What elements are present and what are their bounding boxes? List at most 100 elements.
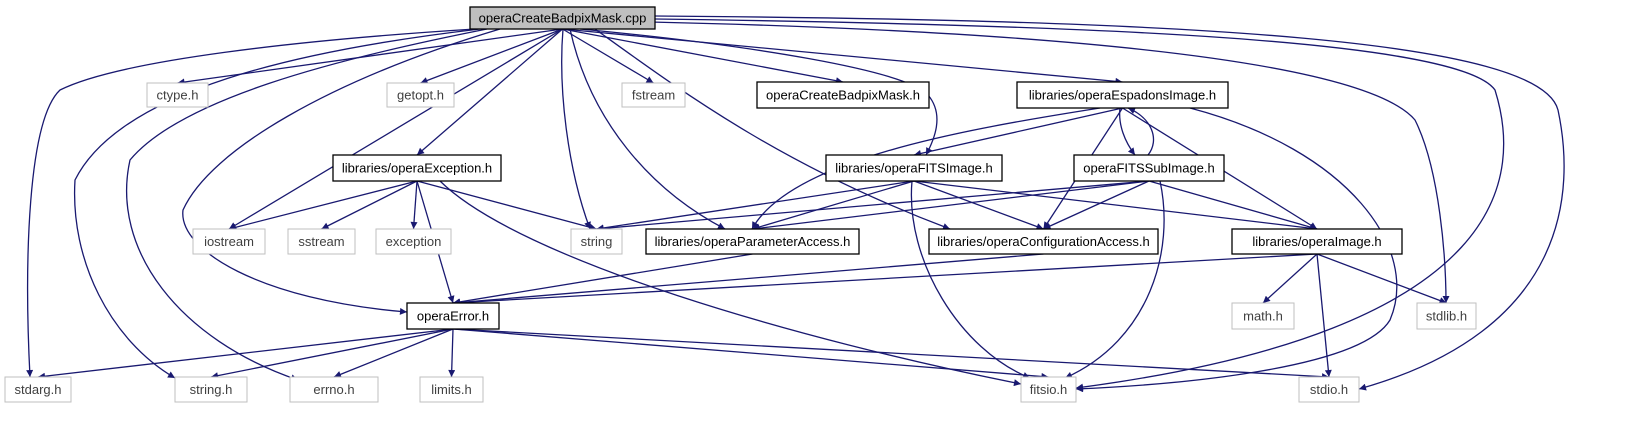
edge-root-to-param: [569, 28, 726, 230]
node-stdarg: stdarg.h: [4, 376, 72, 403]
edge-root-to-stdarg: [26, 28, 476, 378]
node-string: string: [570, 228, 623, 255]
node-config[interactable]: libraries/operaConfigurationAccess.h: [928, 228, 1159, 255]
node-box: [406, 302, 500, 330]
edge-espadons-to-fitssub: [1119, 107, 1136, 156]
node-label: libraries/operaImage.h: [1252, 234, 1381, 249]
edge-param-to-error: [452, 253, 753, 306]
edge-espadons-to-fitsimage: [913, 107, 1123, 157]
node-label: iostream: [204, 234, 254, 249]
node-label: libraries/operaFITSImage.h: [835, 161, 993, 176]
node-label: errno.h: [313, 382, 354, 397]
node-label: sstream: [298, 234, 344, 249]
node-label: operaFITSSubImage.h: [1083, 161, 1215, 176]
edge-espadons-to-fitsio: [1075, 107, 1398, 393]
node-box: [1416, 302, 1477, 330]
nodes-layer: operaCreateBadpixMask.cpp ctype.h getopt.h…: [4, 6, 1477, 403]
edge-exception_h-to-fitsio: [439, 180, 1022, 387]
node-box: [289, 376, 379, 403]
node-math: math.h: [1231, 302, 1295, 330]
node-sstream: sstream: [287, 228, 356, 255]
edge-root-to-config: [594, 28, 951, 230]
node-box: [1073, 154, 1225, 182]
edge-exception_h-to-sstream: [321, 180, 418, 230]
node-label: stdio.h: [1310, 382, 1348, 397]
node-box: [192, 228, 266, 255]
node-fitsio: fitsio.h: [1020, 376, 1077, 403]
edge-root-to-espadons: [562, 28, 1123, 85]
edge-root-to-fitsimage: [579, 28, 938, 156]
node-param[interactable]: libraries/operaParameterAccess.h: [645, 228, 860, 255]
edge-exception_h-to-exception: [410, 180, 418, 230]
edge-fitssub-to-fitsio: [1064, 180, 1165, 379]
edge-error-to-errno: [333, 328, 454, 378]
edge-root-to-fitsio: [654, 18, 1505, 391]
node-errno: errno.h: [289, 376, 379, 403]
node-label: libraries/operaParameterAccess.h: [655, 234, 851, 249]
node-box: [621, 82, 686, 108]
node-label: math.h: [1243, 309, 1283, 324]
node-box: [570, 228, 623, 255]
edge-root-to-mainh: [562, 28, 844, 85]
node-label: string: [581, 234, 613, 249]
edge-fitsimage-to-image: [913, 180, 1318, 232]
node-label: operaError.h: [417, 309, 489, 324]
node-stringh: string.h: [174, 376, 248, 403]
edge-image-to-error: [452, 253, 1318, 307]
node-espadons[interactable]: libraries/operaEspadonsImage.h: [1016, 81, 1229, 109]
node-fitsimage[interactable]: libraries/operaFITSImage.h: [825, 154, 1003, 182]
node-box: [756, 81, 930, 109]
node-getopt: getopt.h: [386, 82, 455, 108]
node-label: stdlib.h: [1426, 309, 1467, 324]
node-stdio: stdio.h: [1298, 376, 1360, 403]
node-iostream: iostream: [192, 228, 266, 255]
edge-root-to-stringh: [73, 28, 481, 379]
edges-layer: [26, 15, 1565, 393]
node-label: fstream: [632, 88, 675, 103]
edge-fitssub-to-image: [1148, 180, 1318, 231]
node-label: ctype.h: [157, 88, 199, 103]
node-label: libraries/operaEspadonsImage.h: [1029, 88, 1216, 103]
node-box: [386, 82, 455, 108]
edge-image-to-math: [1262, 253, 1318, 304]
node-exception_h[interactable]: libraries/operaException.h: [332, 154, 502, 182]
node-root[interactable]: operaCreateBadpixMask.cpp: [469, 6, 656, 30]
node-image[interactable]: libraries/operaImage.h: [1231, 228, 1403, 255]
edge-error-to-stdarg: [37, 328, 454, 380]
edge-root-to-iostream: [228, 28, 563, 230]
node-box: [287, 228, 356, 255]
edge-root-to-stdlib: [649, 21, 1450, 304]
node-box: [1231, 302, 1295, 330]
node-label: libraries/operaException.h: [342, 161, 492, 176]
edge-root-to-getopt: [420, 28, 563, 84]
node-mainh[interactable]: operaCreateBadpixMask.h: [756, 81, 930, 109]
node-label: exception: [386, 234, 442, 249]
edge-exception_h-to-string: [416, 180, 597, 231]
edge-fitsimage-to-config: [913, 180, 1044, 230]
edge-fitsimage-to-fitsio: [910, 180, 1031, 379]
node-box: [469, 6, 656, 30]
node-label: libraries/operaConfigurationAccess.h: [937, 234, 1149, 249]
node-label: fitsio.h: [1030, 382, 1068, 397]
edge-root-to-fstream: [562, 28, 654, 84]
node-label: limits.h: [431, 382, 471, 397]
node-box: [1298, 376, 1360, 403]
node-label: getopt.h: [397, 88, 444, 103]
node-box: [825, 154, 1003, 182]
edge-config-to-error: [452, 253, 1044, 306]
node-error[interactable]: operaError.h: [406, 302, 500, 330]
node-fitssub[interactable]: operaFITSSubImage.h: [1073, 154, 1225, 182]
node-box: [1016, 81, 1229, 109]
edge-exception_h-to-iostream: [228, 180, 418, 231]
edge-root-to-string: [561, 28, 591, 230]
edge-fitssub-to-string: [596, 180, 1150, 232]
node-box: [928, 228, 1159, 255]
edge-root-to-errno: [125, 28, 488, 382]
node-fstream: fstream: [621, 82, 686, 108]
edge-image-to-stdlib: [1316, 253, 1447, 304]
node-box: [1020, 376, 1077, 403]
node-exception: exception: [375, 228, 452, 255]
node-box: [645, 228, 860, 255]
edge-root-to-error: [182, 28, 501, 315]
